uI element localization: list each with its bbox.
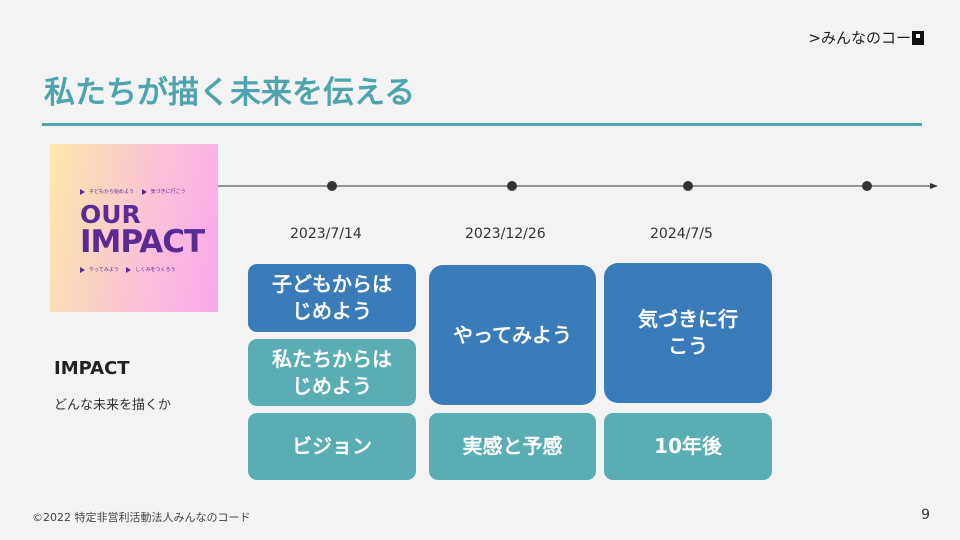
timeline-date-1: 2023/7/14 [290,226,362,242]
timeline-date-2: 2023/12/26 [465,226,546,242]
copyright-footer: ©2022 特定非営利活動法人みんなのコード [32,511,251,524]
cover-caption-row-1: 子どもから始めよう 気づきに行こう [80,188,186,195]
title-underline [42,123,922,126]
cover-caption-2: 気づきに行こう [150,189,186,195]
impact-heading: IMPACT [54,358,130,379]
timeline-dot [862,181,872,191]
cover-caption-row-2: やってみよう しくみをつくろう [80,266,176,273]
impact-cover-image: 子どもから始めよう 気づきに行こう OUR IMPACT やってみよう しくみを… [50,144,218,312]
category-box-feeling: 実感と予感 [429,413,596,480]
brand-logo: >みんなのコー [808,27,924,48]
stage-box-children: 子どもからは じめよう [248,264,416,332]
stage-box-notice: 気づきに行 こう [604,263,772,403]
impact-subheading: どんな未来を描くか [54,398,172,413]
cover-title-our: OUR [80,200,141,229]
brand-text: >みんなのコー [808,29,911,47]
play-triangle-icon [141,188,147,195]
timeline-arrow-icon [930,183,938,189]
stage-box-ourselves: 私たちからは じめよう [248,339,416,406]
page-number: 9 [921,507,930,523]
timeline-dot [327,181,337,191]
timeline-dot [507,181,517,191]
stage-box-try: やってみよう [429,265,596,405]
category-box-ten-years: 10年後 [604,413,772,480]
slide-title: 私たちが描く未来を伝える [44,75,416,111]
cover-caption-3: やってみよう [89,267,119,273]
play-triangle-icon [126,266,132,273]
brand-square-icon [912,30,924,45]
cover-caption-4: しくみをつくろう [135,267,176,273]
timeline-dot [683,181,693,191]
timeline-date-3: 2024/7/5 [650,226,713,242]
cover-title-impact: IMPACT [80,224,205,260]
play-triangle-icon [80,266,85,273]
category-box-vision: ビジョン [248,413,416,480]
cover-caption-1: 子どもから始めよう [89,189,135,195]
play-triangle-icon [80,188,85,195]
